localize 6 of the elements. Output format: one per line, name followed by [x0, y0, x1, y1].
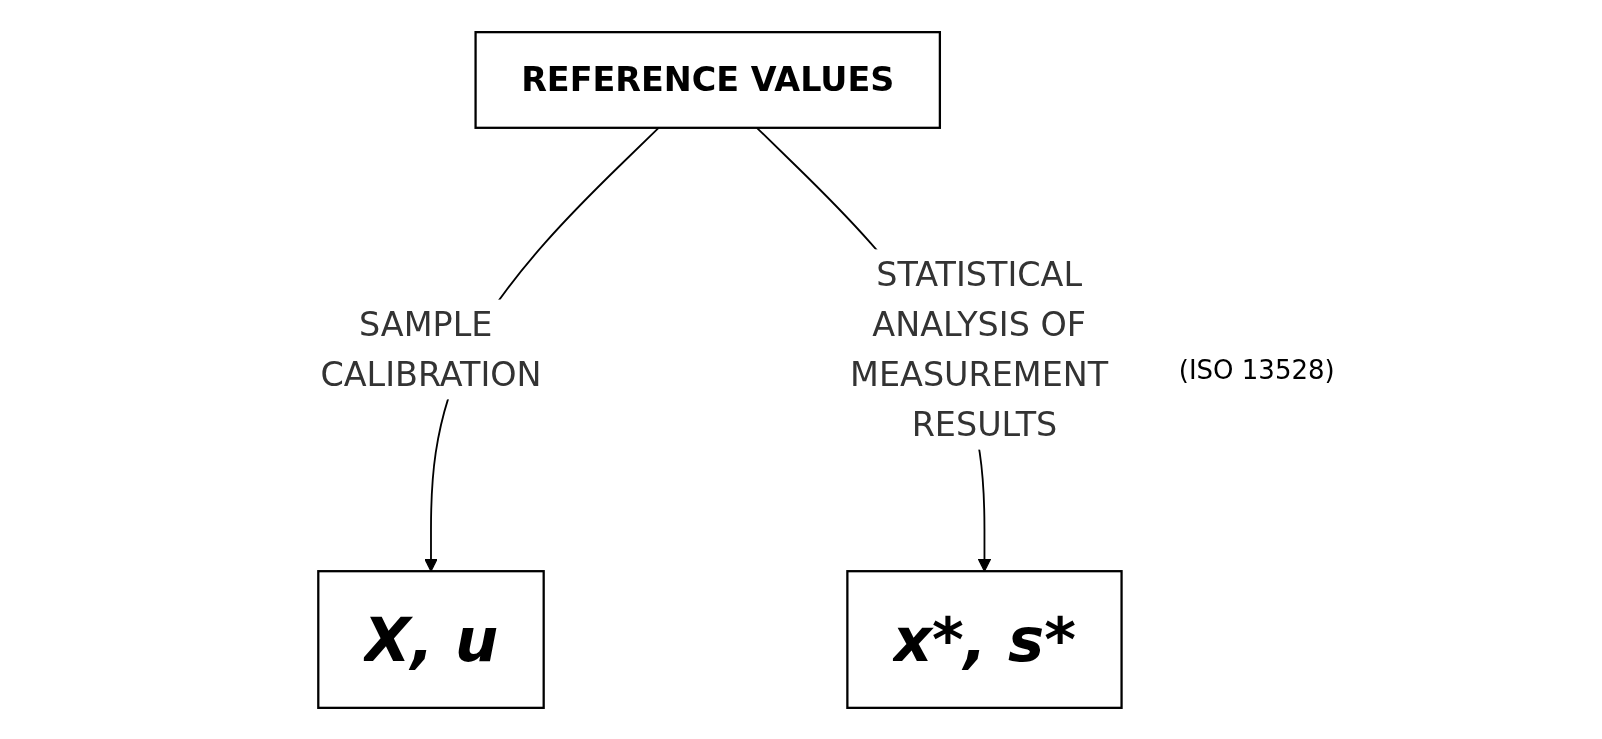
note-text: (ISO 13528) [1178, 354, 1335, 385]
edge-label: SAMPLE CALIBRATION [320, 304, 542, 394]
node-box: X, u [317, 569, 546, 709]
edge-label: STATISTICAL ANALYSIS OF MEASUREMENT RESULTS [850, 254, 1109, 444]
node-box: REFERENCE VALUES [474, 30, 942, 129]
node-box: x*, s* [846, 569, 1123, 709]
